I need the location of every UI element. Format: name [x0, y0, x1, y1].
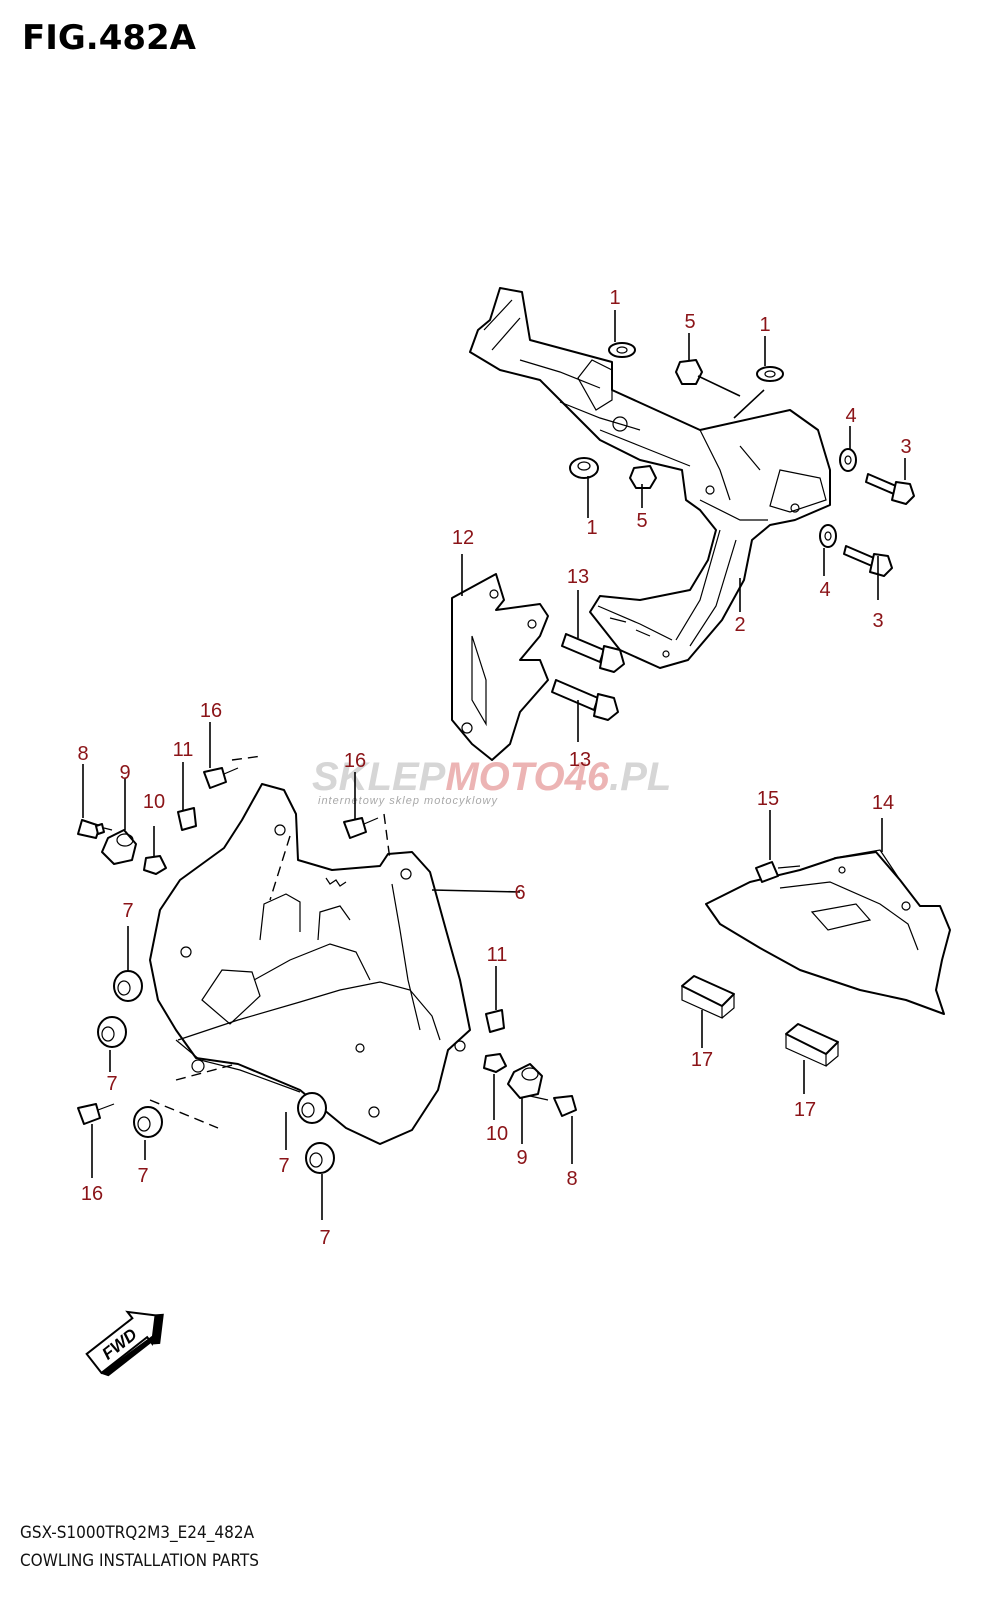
grommet-1c [569, 457, 599, 479]
forward-arrow-icon: FWD [85, 1310, 164, 1377]
bolt-3b [843, 545, 893, 577]
callout-8: 8 [77, 743, 88, 765]
nut-5a [675, 359, 703, 385]
alignment-dashes [149, 755, 391, 1129]
callout-6: 6 [514, 882, 525, 904]
callout-4: 4 [845, 405, 856, 427]
watermark-text-c: 46 [564, 755, 610, 799]
bracket-12 [451, 573, 549, 761]
callout-7: 7 [278, 1155, 289, 1177]
cover-14 [705, 849, 951, 1015]
callout-5: 5 [636, 510, 647, 532]
bolt-16c [77, 1103, 115, 1125]
pad-17a [681, 975, 735, 1019]
callout-7: 7 [122, 900, 133, 922]
watermark-subtitle: internetowy sklep motocyklowy [318, 795, 499, 807]
watermark-text-a: SKLEP [312, 755, 446, 799]
grommet-1b [756, 366, 784, 382]
callout-13: 13 [569, 749, 591, 771]
callout-11: 11 [173, 739, 194, 761]
grommet-7c [133, 1106, 163, 1138]
callout-13: 13 [567, 566, 589, 588]
bolt-13b [551, 679, 619, 721]
collar-10a [143, 855, 167, 875]
figure-title: FIG.482A [22, 18, 196, 58]
spacer-9b [507, 1063, 543, 1099]
callout-9: 9 [516, 1147, 527, 1169]
bolt-3a [865, 473, 915, 505]
callout-3: 3 [900, 436, 911, 458]
bolt-13a [561, 633, 625, 673]
callout-17: 17 [794, 1099, 816, 1121]
callout-11: 11 [487, 944, 508, 966]
callout-14: 14 [872, 792, 894, 814]
pad-17b [785, 1023, 839, 1067]
grommet-7e [305, 1142, 335, 1174]
grommet-7b [97, 1016, 127, 1048]
callout-7: 7 [106, 1073, 117, 1095]
callout-7: 7 [319, 1227, 330, 1249]
callout-15: 15 [757, 788, 779, 810]
callout-1: 1 [586, 517, 597, 539]
svg-text:SKLEPMOTO46.PL: SKLEPMOTO46.PL [312, 755, 671, 799]
bolt-16b [343, 817, 379, 839]
callout-1: 1 [759, 314, 770, 336]
cowling-bracket-6 [149, 783, 471, 1145]
callout-16: 16 [200, 700, 222, 722]
nut-5b [629, 465, 657, 489]
watermark-text-b: MOTO [445, 755, 564, 799]
callout-7: 7 [137, 1165, 148, 1187]
watermark: SKLEPMOTO46.PL internetowy sklep motocyk… [312, 755, 671, 807]
callout-2: 2 [734, 614, 745, 636]
washer-4b [819, 524, 837, 548]
spacer-9a [101, 829, 137, 865]
callout-5: 5 [684, 311, 695, 333]
callout-10: 10 [486, 1123, 508, 1145]
cowling-brace-frame [469, 287, 831, 669]
nut-11b [485, 1009, 505, 1033]
collar-10b [483, 1053, 507, 1073]
model-code: GSX-S1000TRQ2M3_E24_482A [20, 1523, 255, 1543]
callout-16: 16 [344, 750, 366, 772]
callout-4: 4 [819, 579, 830, 601]
leader-lines [82, 310, 906, 1220]
nut-11a [177, 807, 197, 831]
bolt-8b [529, 1095, 577, 1117]
callout-17: 17 [691, 1049, 713, 1071]
callout-8: 8 [566, 1168, 577, 1190]
callout-10: 10 [143, 791, 165, 813]
figure-name: COWLING INSTALLATION PARTS [20, 1551, 259, 1571]
callout-12: 12 [452, 527, 474, 549]
callout-labels: 1 1 1 2 3 3 4 4 5 5 6 7 7 7 7 7 8 8 9 9 … [77, 287, 911, 1249]
bolt-8a [77, 819, 113, 839]
watermark-text-d: .PL [609, 755, 671, 799]
grommet-7a [113, 970, 143, 1002]
callout-9: 9 [119, 762, 130, 784]
callout-3: 3 [872, 610, 883, 632]
grommet-1a [608, 342, 636, 358]
grommet-7d [297, 1092, 327, 1124]
bolt-16a [203, 767, 239, 789]
callout-16: 16 [81, 1183, 103, 1205]
screw-15 [755, 861, 801, 883]
callout-1: 1 [609, 287, 620, 309]
washer-4a [839, 448, 857, 472]
